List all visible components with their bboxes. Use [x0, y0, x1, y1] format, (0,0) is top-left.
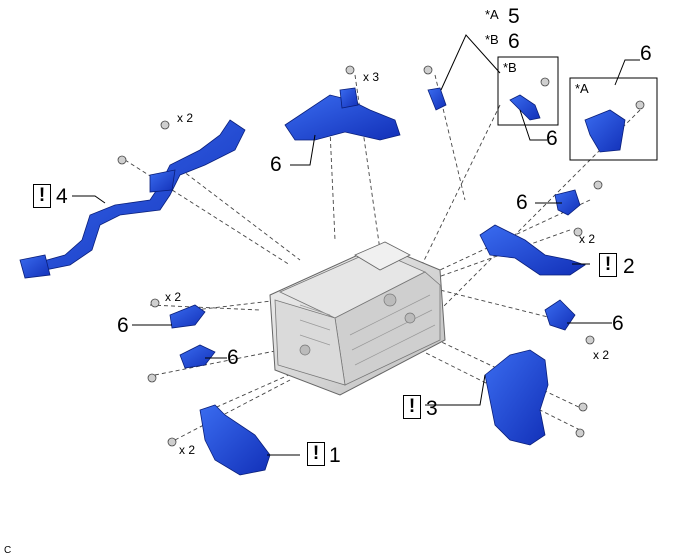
bracket-part-6-top	[284, 87, 401, 141]
variant-b-label: *B	[485, 32, 499, 47]
warning-icon-part-2: !	[599, 253, 617, 277]
solid-leader-lines	[72, 34, 640, 456]
inverter-assembly	[269, 241, 446, 396]
part-number-4: 4	[56, 185, 68, 208]
bracket-part-2	[479, 224, 586, 276]
warning-icon-part-1: !	[307, 442, 325, 466]
inset-a-bracket	[569, 77, 658, 161]
part-number-1: 1	[329, 444, 341, 467]
qty-x2-right-lower: x 2	[593, 348, 610, 362]
part-number-2: 2	[623, 255, 635, 278]
warning-icon-part-3: !	[403, 395, 421, 419]
figure-id: C	[4, 545, 12, 556]
part-number-6-inset-a: 6	[640, 42, 652, 65]
bracket-part-6-left	[169, 304, 216, 369]
bolts	[117, 65, 645, 447]
part-number-6-right-upper: 6	[516, 191, 528, 214]
part-number-6-variant-b: 6	[508, 30, 520, 53]
qty-x2-left: x 2	[165, 290, 182, 304]
part-number-6-top-center: 6	[270, 153, 282, 176]
inset-a-label: *A	[575, 81, 589, 96]
qty-x2-bottom: x 2	[179, 443, 196, 457]
inset-b-bracket	[497, 56, 559, 126]
part-number-5: 5	[508, 5, 520, 28]
part-number-6-right-lower: 6	[612, 312, 624, 335]
bracket-part-1	[199, 404, 271, 476]
wire-harness-part-4	[19, 119, 246, 279]
warning-icon-part-4: !	[33, 184, 51, 208]
pipe-part-3	[484, 349, 549, 446]
part-number-3: 3	[426, 397, 438, 420]
inset-b-label: *B	[503, 60, 517, 75]
part-number-6-inset-b: 6	[546, 127, 558, 150]
variant-a-label: *A	[485, 7, 499, 22]
qty-x2-harness: x 2	[177, 111, 194, 125]
qty-x3-top: x 3	[363, 70, 380, 84]
part-number-6-left-upper: 6	[117, 314, 129, 337]
bracket-part-5	[427, 87, 447, 111]
qty-x2-right: x 2	[579, 232, 596, 246]
part-number-6-left-lower: 6	[227, 346, 239, 369]
